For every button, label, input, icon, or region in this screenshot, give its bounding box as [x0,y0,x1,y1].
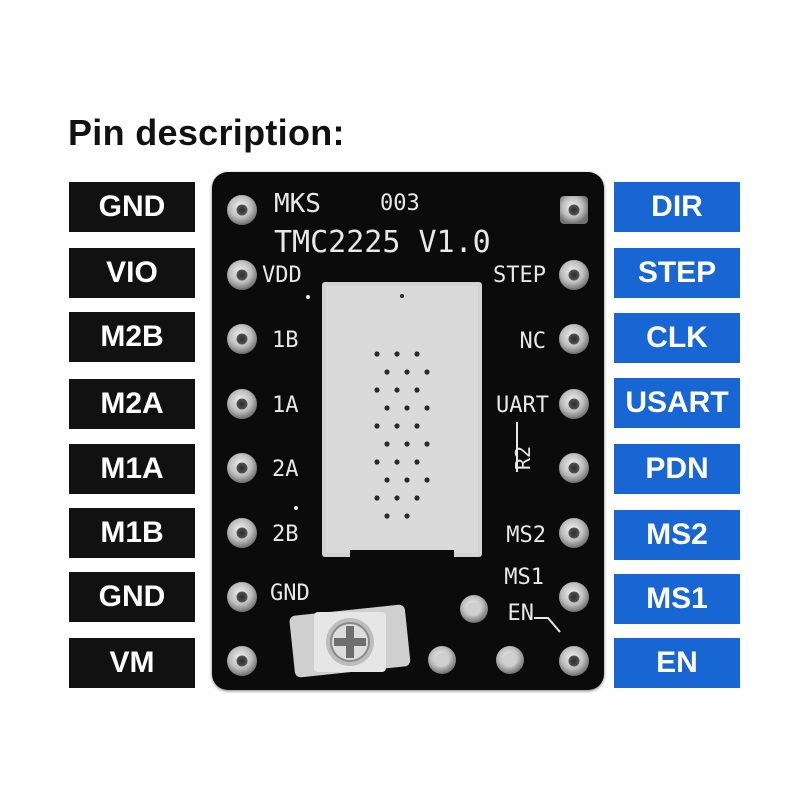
pin-pad [227,389,257,419]
left-pin-label-4: M2A [69,379,195,429]
right-pin-label-4: USART [614,378,740,428]
right-pin-label-8: EN [614,638,740,688]
pin-pad [227,453,257,483]
pin-pad [559,389,589,419]
silk-left-2: 1B [272,328,299,353]
pin-pad [227,518,257,548]
right-pin-label-2: STEP [614,248,740,298]
silk-left-3: 1A [272,393,299,418]
silk-right-6: EN [508,601,535,626]
heatsink-chip [322,282,482,560]
silk-right-3: UART [496,393,549,418]
pin-pad [227,195,257,225]
silk-left-5: 2B [272,522,299,547]
pin-pad [559,324,589,354]
pin-pad [227,260,257,290]
pin-pad [559,453,589,483]
pin-pad [559,260,589,290]
left-pin-label-7: GND [69,572,195,622]
silk-brand: MKS [274,189,321,219]
left-pin-label-1: GND [69,182,195,232]
silk-model: TMC2225 V1.0 [274,225,491,260]
right-pin-label-6: MS2 [614,510,740,560]
pin-pad [560,196,588,224]
pin-pad [559,518,589,548]
page-title: Pin description: [68,112,345,153]
silk-right-1: STEP [493,263,546,288]
jumper-pads [428,595,524,674]
pin-pad [227,324,257,354]
silk-left-4: 2A [272,457,299,482]
driver-board: MKS 003 TMC2225 V1.0 VDD 1B 1A 2A 2B GND… [212,172,604,690]
pin-pad [227,646,257,676]
pin-pad [227,582,257,612]
potentiometer [289,604,411,678]
left-pin-label-3: M2B [69,312,195,362]
right-pin-label-5: PDN [614,444,740,494]
left-header-pins [227,195,257,676]
left-pin-label-2: VIO [69,248,195,298]
silk-left-1: VDD [262,263,302,288]
driver-board-graphic: MKS 003 TMC2225 V1.0 VDD 1B 1A 2A 2B GND… [227,189,589,678]
silk-right-4: MS2 [506,523,546,548]
right-pin-label-3: CLK [614,313,740,363]
silk-right-5: MS1 [504,565,544,590]
pin-pad [559,582,589,612]
silk-left-6: GND [270,581,310,606]
pin-pad [559,646,589,676]
right-header-pins [559,196,589,676]
silk-vertical: R2 [511,446,535,470]
silk-right-2: NC [520,329,547,354]
left-pin-label-5: M1A [69,444,195,494]
silk-code: 003 [380,191,420,216]
left-pin-label-6: M1B [69,508,195,558]
right-pin-label-1: DIR [614,182,740,232]
right-pin-label-7: MS1 [614,574,740,624]
left-pin-label-8: VM [69,638,195,688]
